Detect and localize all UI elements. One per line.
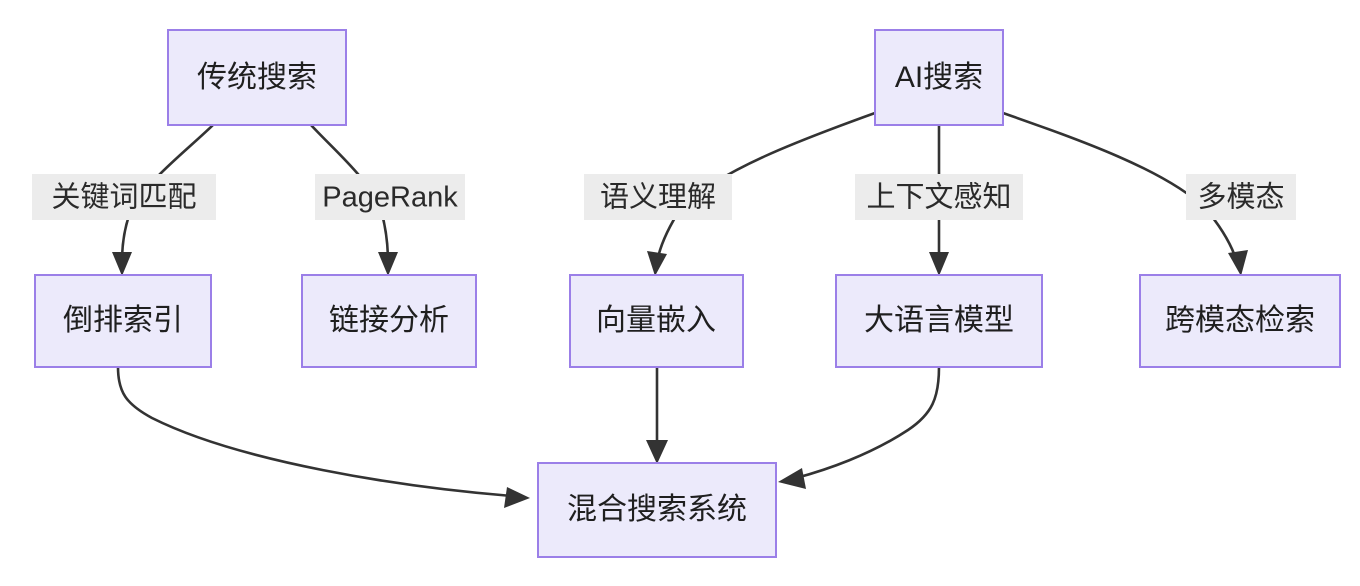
edge-label-text: 语义理解 — [600, 181, 716, 214]
edge-label-background — [584, 174, 732, 220]
node-label: 链接分析 — [329, 304, 449, 337]
node-label: 跨模态检索 — [1165, 304, 1315, 337]
edge-arrowhead — [647, 251, 667, 276]
node-label: 传统搜索 — [197, 61, 317, 94]
node-layer: 传统搜索 AI搜索 倒排索引 链接分析 向量嵌入 大语言模型 跨模态检索 — [34, 29, 1341, 558]
edge-arrowhead — [112, 252, 132, 276]
edge-arrowhead — [646, 440, 668, 464]
node-hybrid-search-system[interactable]: 混合搜索系统 — [537, 462, 777, 558]
node-box[interactable] — [301, 274, 477, 368]
edge-arrowhead — [929, 252, 949, 276]
edge-label-text: PageRank — [322, 182, 458, 214]
node-box[interactable] — [1139, 274, 1341, 368]
edge-label-text: 关键词匹配 — [51, 181, 196, 214]
node-label: 大语言模型 — [864, 304, 1014, 337]
node-box[interactable] — [835, 274, 1043, 368]
edge-label-background — [315, 174, 465, 220]
edge-arrowhead — [504, 487, 530, 508]
edge-label-background — [855, 174, 1023, 220]
node-label: 向量嵌入 — [596, 304, 716, 337]
edge-label-pagerank: PageRank — [315, 174, 465, 220]
node-traditional-search[interactable]: 传统搜索 — [167, 29, 347, 126]
node-label: 倒排索引 — [63, 304, 183, 337]
node-link-analysis[interactable]: 链接分析 — [301, 274, 477, 368]
edge-label-background — [32, 174, 216, 220]
node-box[interactable] — [569, 274, 744, 368]
edge-inverted-index-to-hybrid-search-system — [116, 365, 530, 508]
edge-label-text: 多模态 — [1197, 181, 1284, 214]
node-box[interactable] — [537, 462, 777, 558]
edge-ai-search-to-cross-modal-retrieval — [1001, 111, 1248, 276]
node-ai-search[interactable]: AI搜索 — [874, 29, 1004, 126]
node-label: AI搜索 — [895, 61, 983, 94]
edge-path — [1001, 111, 1239, 264]
edge-label-semantic-understanding: 语义理解 — [584, 174, 732, 220]
node-box[interactable] — [34, 274, 212, 368]
edge-label-text: 上下文感知 — [866, 181, 1011, 214]
node-vector-embedding[interactable]: 向量嵌入 — [569, 274, 744, 368]
node-cross-modal-retrieval[interactable]: 跨模态检索 — [1139, 274, 1341, 368]
edge-arrowhead — [778, 468, 806, 489]
edge-label-layer: 关键词匹配 PageRank 语义理解 上下文感知 多模态 — [32, 174, 1296, 220]
node-large-language-model[interactable]: 大语言模型 — [835, 274, 1043, 368]
node-box[interactable] — [167, 29, 347, 126]
edge-label-multimodal: 多模态 — [1186, 174, 1296, 220]
edge-path — [116, 365, 514, 498]
node-box[interactable] — [874, 29, 1004, 126]
edge-arrowhead — [378, 252, 398, 276]
edge-large-language-model-to-hybrid-search-system — [778, 365, 941, 489]
node-label: 混合搜索系统 — [567, 493, 747, 526]
edge-label-background — [1186, 174, 1296, 220]
edge-arrowhead — [1228, 250, 1248, 276]
edge-label-context-awareness: 上下文感知 — [855, 174, 1023, 220]
edge-label-keyword-match: 关键词匹配 — [32, 174, 216, 220]
node-inverted-index[interactable]: 倒排索引 — [34, 274, 212, 368]
edge-vector-embedding-to-hybrid-search-system — [646, 365, 668, 464]
edge-path — [794, 365, 941, 480]
